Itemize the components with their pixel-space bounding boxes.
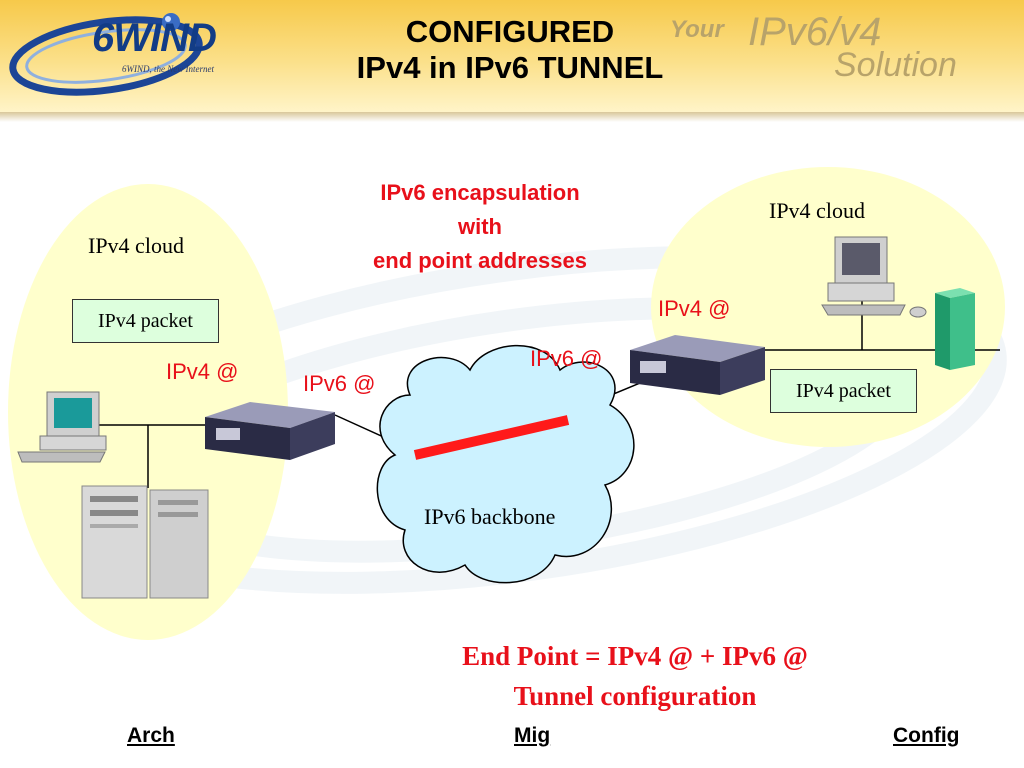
right-router-icon xyxy=(630,335,765,395)
nav-arch-link[interactable]: Arch xyxy=(127,724,175,747)
nav-mig-link[interactable]: Mig xyxy=(514,724,551,747)
header-shadow xyxy=(0,112,1024,122)
logo-tagline: 6WIND, the New Internet xyxy=(122,64,214,74)
left-server-icon xyxy=(81,485,209,599)
encapsulation-line-2: with xyxy=(458,214,502,239)
ipv6-backbone-cloud-shape xyxy=(376,344,635,584)
left-ipv4-packet-box: IPv4 packet xyxy=(72,299,219,343)
left-ipv4-cloud-shape xyxy=(8,184,288,640)
backbone-label: IPv6 backbone xyxy=(424,504,556,529)
encapsulation-label: IPv6 encapsulation with end point addres… xyxy=(330,176,630,278)
brand-your: Your xyxy=(670,16,724,43)
tunnel-bar xyxy=(413,415,570,460)
left-packet-label: IPv4 packet xyxy=(98,309,193,332)
right-tower-icon xyxy=(935,288,975,370)
right-packet-label: IPv4 packet xyxy=(796,379,891,402)
brand-solution: Solution xyxy=(834,46,957,84)
footer-note: End Point = IPv4 @ + IPv6 @ Tunnel confi… xyxy=(380,636,890,716)
encapsulation-line-1: IPv6 encapsulation xyxy=(380,180,580,205)
nav-config-link[interactable]: Config xyxy=(893,724,960,747)
right-ipv4-address-label: IPv4 @ xyxy=(658,296,731,321)
left-cloud-label: IPv4 cloud xyxy=(88,233,184,258)
title-line-2: IPv4 in IPv6 TUNNEL xyxy=(356,50,664,85)
page-title: CONFIGURED IPv4 in IPv6 TUNNEL xyxy=(280,14,740,86)
right-ipv6-address-label: IPv6 @ xyxy=(530,346,603,371)
footer-note-line-2: Tunnel configuration xyxy=(513,681,757,711)
title-line-1: CONFIGURED xyxy=(405,14,615,49)
logo-text: 6WIND xyxy=(92,16,217,60)
left-router-icon xyxy=(205,402,335,460)
brand-ipv6v4: IPv6/v4 xyxy=(748,10,882,54)
left-ipv6-address-label: IPv6 @ xyxy=(303,371,376,396)
encapsulation-line-3: end point addresses xyxy=(373,248,587,273)
right-workstation-icon xyxy=(821,236,927,318)
left-workstation-icon xyxy=(17,391,107,463)
left-ipv4-address-label: IPv4 @ xyxy=(166,359,239,384)
right-cloud-label: IPv4 cloud xyxy=(769,198,865,223)
right-ipv4-packet-box: IPv4 packet xyxy=(770,369,917,413)
logo-swoosh-icon xyxy=(9,13,203,96)
footer-note-line-1: End Point = IPv4 @ + IPv6 @ xyxy=(462,641,808,671)
